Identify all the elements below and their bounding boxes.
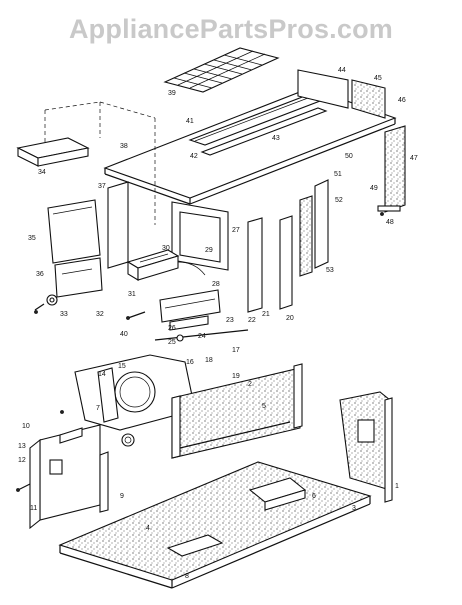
callout-9: 9 <box>120 493 124 500</box>
callout-48: 48 <box>386 219 394 226</box>
rear-panel <box>339 391 393 503</box>
callout-39: 39 <box>168 90 176 97</box>
callout-25: 25 <box>168 339 176 346</box>
callout-29: 29 <box>205 247 213 254</box>
callout-20: 20 <box>286 315 294 322</box>
callout-14: 14 <box>98 371 106 378</box>
vertical-strips <box>247 179 329 313</box>
cabinet-top <box>103 87 397 205</box>
callout-23: 23 <box>226 317 234 324</box>
callout-4: 4 <box>146 525 150 532</box>
front-left-panel <box>107 181 129 269</box>
small-parts <box>127 289 249 342</box>
callout-45: 45 <box>374 75 382 82</box>
callout-53: 53 <box>326 267 334 274</box>
callout-38: 38 <box>120 143 128 150</box>
callout-16: 16 <box>186 359 194 366</box>
callout-30: 30 <box>162 245 170 252</box>
callout-8: 8 <box>185 573 189 580</box>
callout-6: 6 <box>312 493 316 500</box>
callout-3: 3 <box>352 505 356 512</box>
callout-32: 32 <box>96 311 104 318</box>
callout-10: 10 <box>22 423 30 430</box>
callout-40: 40 <box>120 331 128 338</box>
filter-cover <box>16 101 156 225</box>
callout-22: 22 <box>248 317 256 324</box>
callout-24: 24 <box>198 333 206 340</box>
callout-17: 17 <box>232 347 240 354</box>
callout-49: 49 <box>370 185 378 192</box>
rear-top-panels <box>297 69 386 119</box>
watermark: AppliancePartsPros.com <box>68 14 393 44</box>
callout-50: 50 <box>345 153 353 160</box>
callout-31: 31 <box>128 291 136 298</box>
front-electrical-panel <box>17 424 135 530</box>
base-pan <box>58 461 372 589</box>
callout-43: 43 <box>272 135 280 142</box>
callout-27: 27 <box>232 227 240 234</box>
fasteners <box>16 212 384 492</box>
callout-51: 51 <box>334 171 342 178</box>
control-bracket <box>34 257 103 311</box>
callout-21: 21 <box>262 311 270 318</box>
callout-12: 12 <box>18 457 26 464</box>
callout-44: 44 <box>338 67 346 74</box>
fan-shroud <box>74 354 196 431</box>
callout-1: 1 <box>395 483 399 490</box>
top-grille <box>163 47 280 93</box>
callout-28: 28 <box>212 281 220 288</box>
callout-36: 36 <box>36 271 44 278</box>
callout-5: 5 <box>262 403 266 410</box>
partition-panel <box>171 363 303 459</box>
callout-19: 19 <box>232 373 240 380</box>
air-filter <box>47 199 101 264</box>
callout-41: 41 <box>186 118 194 125</box>
control-box <box>126 201 229 281</box>
callout-26: 26 <box>168 325 176 332</box>
callout-47: 47 <box>410 155 418 162</box>
callout-33: 33 <box>60 311 68 318</box>
callout-46: 46 <box>398 97 406 104</box>
callout-35: 35 <box>28 235 36 242</box>
callout-2: 2 <box>248 381 252 388</box>
callout-42: 42 <box>190 153 198 160</box>
right-side-panel <box>377 125 406 213</box>
callout-11: 11 <box>30 505 37 512</box>
callout-13: 13 <box>18 443 26 450</box>
callout-37: 37 <box>98 183 106 190</box>
callout-34: 34 <box>38 169 46 176</box>
callout-52: 52 <box>335 197 343 204</box>
callout-7: 7 <box>96 405 100 412</box>
callout-labels: 39 41 42 43 44 45 46 47 49 48 50 51 38 3… <box>18 67 418 580</box>
callout-18: 18 <box>205 357 213 364</box>
callout-15: 15 <box>118 363 126 370</box>
